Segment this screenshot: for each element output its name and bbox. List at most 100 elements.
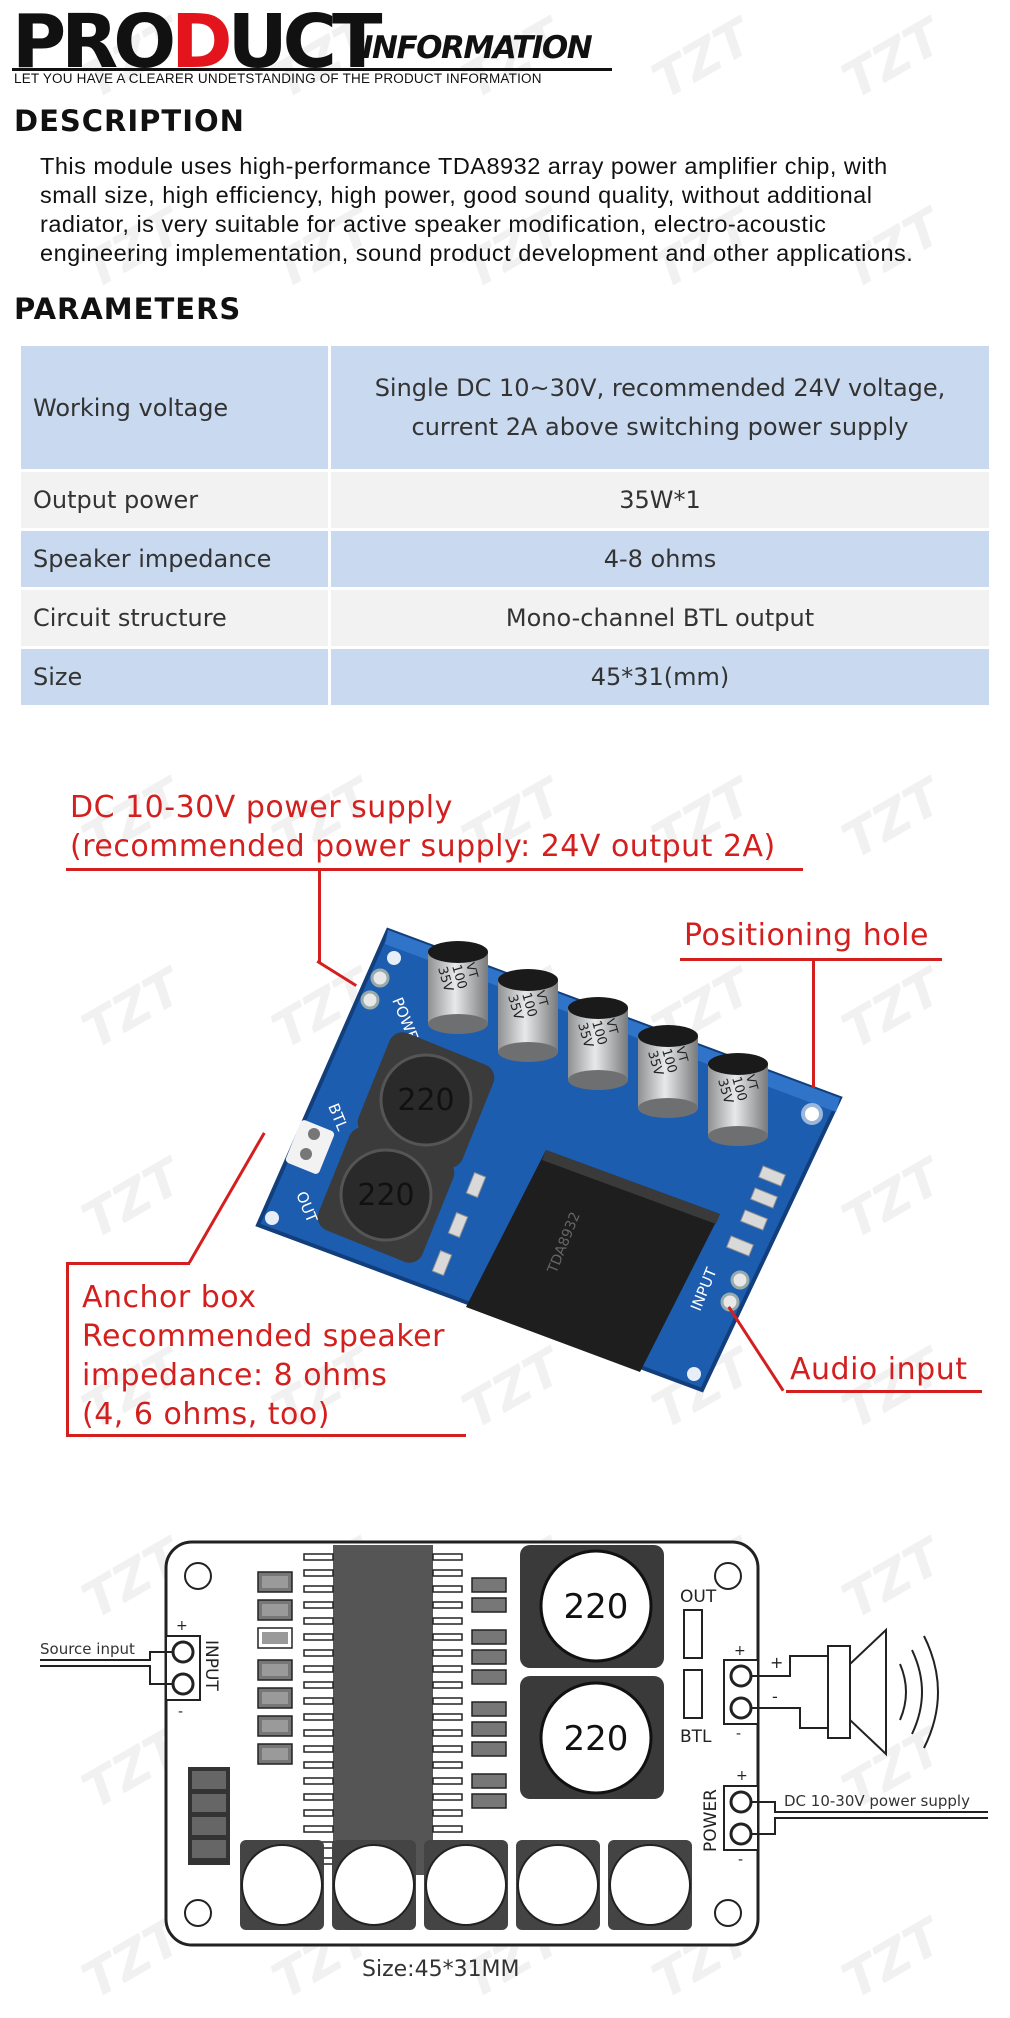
annotation-line: (4, 6 ohms, too) xyxy=(82,1397,330,1432)
capacitor-body xyxy=(428,952,488,1024)
chip-pin xyxy=(432,1585,463,1593)
capacitor-top xyxy=(568,997,628,1019)
capacitor-code: VT xyxy=(463,961,481,980)
capacitor-top xyxy=(498,969,558,991)
inductor-label: 220 xyxy=(357,1178,414,1213)
chip-pin xyxy=(432,1713,463,1721)
watermark: TZT xyxy=(642,7,762,111)
diagram-minus: - xyxy=(178,1704,183,1720)
capacitor-code: VT xyxy=(603,1017,621,1036)
table-row: Circuit structure Mono-channel BTL outpu… xyxy=(18,587,992,649)
diagram-source-input: Source input xyxy=(40,1640,135,1658)
parameters-heading: PARAMETERS xyxy=(14,292,242,326)
chip-pin xyxy=(303,1729,334,1737)
param-key: Working voltage xyxy=(18,343,331,472)
diagram-capacitor-top xyxy=(609,1844,691,1926)
capacitor-voltage: 35V xyxy=(574,1021,595,1050)
smd-part-body xyxy=(262,1576,288,1588)
capacitor-voltage: 35V xyxy=(644,1049,665,1078)
param-key: Output power xyxy=(18,469,331,531)
inductor-label: 220 xyxy=(397,1083,454,1118)
smd-part-body xyxy=(262,1720,288,1732)
param-value-line: Single DC 10~30V, recommended 24V voltag… xyxy=(374,373,946,402)
capacitor-top xyxy=(708,1053,768,1075)
table-row: Working voltage Single DC 10~30V, recomm… xyxy=(18,343,992,472)
chip-pin xyxy=(303,1809,334,1817)
table-row: Output power 35W*1 xyxy=(18,469,992,531)
product-photo: POWER BTL OUT INPUT TDA8932 220 220 1003… xyxy=(255,927,843,1393)
parameters-table: Working voltage Single DC 10~30V, recomm… xyxy=(18,343,992,708)
capacitor-voltage: 35V xyxy=(504,993,525,1022)
capacitor-voltage: 35V xyxy=(434,965,455,994)
chip-pin xyxy=(432,1825,463,1833)
chip-pin xyxy=(303,1713,334,1721)
param-key: Size xyxy=(18,646,331,708)
capacitor-code: VT xyxy=(533,989,551,1008)
capacitor-base xyxy=(428,1014,488,1034)
chip-pin xyxy=(303,1585,334,1593)
annotation-leader xyxy=(812,958,815,1088)
smd-part xyxy=(471,1773,507,1789)
diagram-mount-hole xyxy=(184,1899,212,1927)
diagram-inductor-label: 220 xyxy=(564,1719,629,1759)
chip-pin xyxy=(432,1569,463,1577)
annotation-anchor-box: Anchor box Recommended speaker impedance… xyxy=(82,1278,445,1434)
chip-pin xyxy=(303,1617,334,1625)
capacitor-base xyxy=(568,1070,628,1090)
smd-part xyxy=(471,1793,507,1809)
smd-part-body xyxy=(262,1748,288,1760)
annotation-underline xyxy=(66,868,803,871)
header-divider xyxy=(12,68,612,71)
diagram-minus: - xyxy=(772,1687,778,1706)
diagram-resistor-block xyxy=(188,1767,230,1865)
diagram-capacitor-top xyxy=(333,1844,415,1926)
header-title-information: INFORMATION xyxy=(362,30,593,66)
chip-pin xyxy=(432,1793,463,1801)
param-value: 35W*1 xyxy=(328,469,992,531)
mounting-hole xyxy=(801,1103,823,1125)
annotation-line: Anchor box xyxy=(82,1280,257,1315)
capacitor-top xyxy=(638,1025,698,1047)
description-text: This module uses high-performance TDA893… xyxy=(40,152,1008,268)
diagram-capacitor-top xyxy=(517,1844,599,1926)
annotation-positioning-hole: Positioning hole xyxy=(684,918,929,953)
amplifier-chip xyxy=(466,1150,720,1372)
capacitor-body xyxy=(568,1008,628,1080)
smd-part xyxy=(471,1701,507,1717)
diagram-plus: + xyxy=(770,1653,783,1672)
chip-pin xyxy=(432,1665,463,1673)
chip-pin xyxy=(303,1697,334,1705)
smd-part-body xyxy=(262,1692,288,1704)
diagram-speaker-connector xyxy=(723,1659,759,1725)
param-key: Circuit structure xyxy=(18,587,331,649)
param-value-line: current 2A above switching power supply xyxy=(411,412,909,441)
smd-part xyxy=(471,1629,507,1645)
diagram-speaker-wires xyxy=(751,1655,830,1729)
capacitor-value: 100 xyxy=(658,1047,679,1075)
diagram-out-resistor xyxy=(683,1609,703,1659)
chip-pin xyxy=(303,1553,334,1561)
diagram-out-label: OUT xyxy=(680,1587,717,1607)
capacitor-value: 100 xyxy=(518,991,539,1019)
mounting-hole xyxy=(265,1211,279,1225)
annotation-line: impedance: 8 ohms xyxy=(82,1358,388,1393)
capacitor-voltage: 35V xyxy=(714,1077,735,1106)
diagram-capacitor-top xyxy=(425,1844,507,1926)
diagram-dc-supply: DC 10-30V power supply xyxy=(784,1792,970,1810)
chip-pin xyxy=(303,1761,334,1769)
size-caption: Size:45*31MM xyxy=(362,1957,520,1982)
chip-pin xyxy=(432,1777,463,1785)
param-value: Single DC 10~30V, recommended 24V voltag… xyxy=(328,343,992,472)
inductor xyxy=(357,1032,495,1168)
smd-part xyxy=(471,1669,507,1685)
chip-pin xyxy=(303,1665,334,1673)
chip-pin xyxy=(303,1569,334,1577)
annotation-underline xyxy=(786,1390,982,1393)
param-value: 45*31(mm) xyxy=(328,646,992,708)
chip-pin xyxy=(432,1617,463,1625)
description-line: radiator, is very suitable for active sp… xyxy=(40,211,827,237)
diagram-chip xyxy=(333,1545,433,1875)
diagram-mount-hole xyxy=(714,1899,742,1927)
smd-part xyxy=(471,1649,507,1665)
